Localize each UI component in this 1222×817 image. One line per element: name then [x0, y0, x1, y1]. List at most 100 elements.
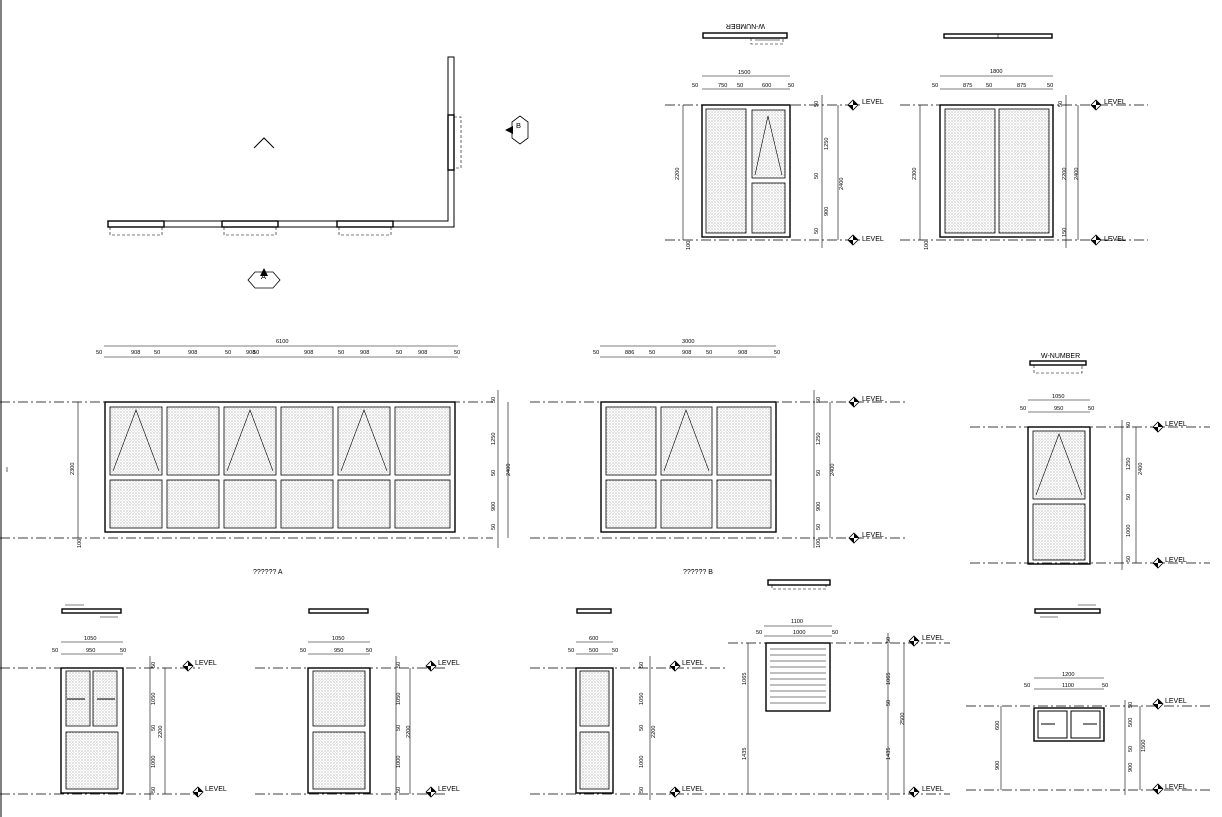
svg-text:LEVEL: LEVEL — [922, 786, 944, 793]
svg-text:50: 50 — [639, 725, 645, 731]
svg-text:50: 50 — [706, 350, 712, 356]
svg-text:1100: 1100 — [791, 619, 803, 625]
svg-text:LEVEL: LEVEL — [682, 660, 704, 667]
svg-text:50: 50 — [52, 648, 58, 654]
floor-plan: A B — [107, 56, 529, 289]
svg-text:50: 50 — [816, 524, 822, 530]
svg-text:LEVEL: LEVEL — [1165, 698, 1187, 705]
svg-text:1000: 1000 — [1126, 525, 1132, 537]
svg-text:50: 50 — [886, 700, 892, 706]
svg-text:LEVEL: LEVEL — [682, 786, 704, 793]
svg-text:50: 50 — [154, 350, 160, 356]
svg-text:1435: 1435 — [742, 748, 748, 760]
svg-text:900: 900 — [1128, 763, 1134, 772]
svg-text:50: 50 — [814, 173, 820, 179]
svg-text:2400: 2400 — [506, 464, 512, 476]
svg-text:50: 50 — [1128, 702, 1134, 708]
svg-text:50: 50 — [639, 662, 645, 668]
svg-text:2200: 2200 — [651, 726, 657, 738]
svg-text:LEVEL: LEVEL — [862, 99, 884, 106]
svg-text:2300: 2300 — [70, 463, 76, 475]
svg-text:1065: 1065 — [886, 673, 892, 685]
svg-text:50: 50 — [491, 470, 497, 476]
svg-text:LEVEL: LEVEL — [438, 660, 460, 667]
svg-text:50: 50 — [338, 350, 344, 356]
svg-text:2400: 2400 — [1138, 463, 1144, 475]
svg-text:100: 100 — [77, 539, 83, 548]
svg-text:1050: 1050 — [1052, 394, 1064, 400]
svg-text:1050: 1050 — [639, 693, 645, 705]
svg-text:1000: 1000 — [793, 630, 805, 636]
svg-text:LEVEL: LEVEL — [922, 635, 944, 642]
svg-text:50: 50 — [568, 648, 574, 654]
svg-text:LEVEL: LEVEL — [1165, 557, 1187, 564]
svg-text:1250: 1250 — [491, 433, 497, 445]
svg-text:1250: 1250 — [816, 433, 822, 445]
svg-text:LEVEL: LEVEL — [1104, 99, 1126, 106]
svg-text:50: 50 — [649, 350, 655, 356]
svg-text:500: 500 — [1128, 718, 1134, 727]
svg-text:750: 750 — [718, 83, 727, 89]
svg-text:50: 50 — [612, 648, 618, 654]
svg-text:LEVEL: LEVEL — [1165, 784, 1187, 791]
svg-text:2300: 2300 — [912, 168, 918, 180]
svg-text:50: 50 — [1128, 746, 1134, 752]
svg-text:50: 50 — [366, 648, 372, 654]
svg-text:50: 50 — [454, 350, 460, 356]
svg-text:1800: 1800 — [990, 69, 1002, 75]
svg-text:908: 908 — [682, 350, 691, 356]
svg-text:900: 900 — [491, 502, 497, 511]
svg-text:50: 50 — [774, 350, 780, 356]
svg-text:50: 50 — [692, 83, 698, 89]
svg-text:50: 50 — [832, 630, 838, 636]
svg-text:50: 50 — [225, 350, 231, 356]
svg-text:50: 50 — [253, 350, 259, 356]
svg-text:900: 900 — [824, 207, 830, 216]
svg-text:2200: 2200 — [406, 726, 412, 738]
svg-text:50: 50 — [300, 648, 306, 654]
svg-text:2400: 2400 — [839, 178, 845, 190]
svg-text:900: 900 — [995, 761, 1001, 770]
svg-text:50: 50 — [151, 725, 157, 731]
svg-text:50: 50 — [1088, 406, 1094, 412]
window-elevation-w2: 1800 50 875 50 875 50 2300 100 50 2200 1… — [900, 33, 1148, 250]
elevation-a: 6100 50 908 50 908 50 908 50 908 50 908 … — [0, 339, 512, 576]
elevation-b: 3000 50 886 50 908 50 908 50 50 1250 50 … — [530, 339, 905, 576]
section-b-label: B — [516, 121, 521, 130]
svg-text:886: 886 — [625, 350, 634, 356]
svg-text:2400: 2400 — [1074, 168, 1080, 180]
svg-text:50: 50 — [1047, 83, 1053, 89]
svg-text:50: 50 — [986, 83, 992, 89]
svg-text:1435: 1435 — [886, 748, 892, 760]
section-marker-a: A — [247, 268, 281, 289]
svg-text:150: 150 — [1062, 228, 1068, 237]
svg-text:LEVEL: LEVEL — [1104, 236, 1126, 243]
svg-text:LEVEL: LEVEL — [1165, 421, 1187, 428]
svg-text:50: 50 — [151, 787, 157, 793]
svg-text:50: 50 — [396, 350, 402, 356]
svg-text:1000: 1000 — [639, 756, 645, 768]
svg-text:600: 600 — [762, 83, 771, 89]
svg-text:1250: 1250 — [824, 138, 830, 150]
elevation-b-title: ?????? B — [683, 569, 713, 576]
svg-text:1050: 1050 — [151, 693, 157, 705]
svg-text:908: 908 — [418, 350, 427, 356]
svg-text:50: 50 — [491, 524, 497, 530]
section-a-label: A — [261, 272, 266, 281]
svg-text:875: 875 — [963, 83, 972, 89]
svg-text:6100: 6100 — [276, 339, 288, 345]
svg-text:LEVEL: LEVEL — [862, 236, 884, 243]
svg-text:50: 50 — [593, 350, 599, 356]
svg-text:1100: 1100 — [1062, 683, 1074, 689]
window-elevation-w1: W-NUMBER 1500 50 750 50 600 50 2200 100 … — [665, 22, 884, 250]
svg-text:2200: 2200 — [675, 168, 681, 180]
svg-text:LEVEL: LEVEL — [862, 396, 884, 403]
svg-text:50: 50 — [816, 470, 822, 476]
svg-text:50: 50 — [1126, 556, 1132, 562]
svg-text:1050: 1050 — [396, 693, 402, 705]
svg-text:50: 50 — [120, 648, 126, 654]
svg-text:1000: 1000 — [396, 756, 402, 768]
svg-text:50: 50 — [1126, 422, 1132, 428]
elevation-a-title: ?????? A — [253, 569, 283, 576]
svg-text:100: 100 — [816, 539, 822, 548]
